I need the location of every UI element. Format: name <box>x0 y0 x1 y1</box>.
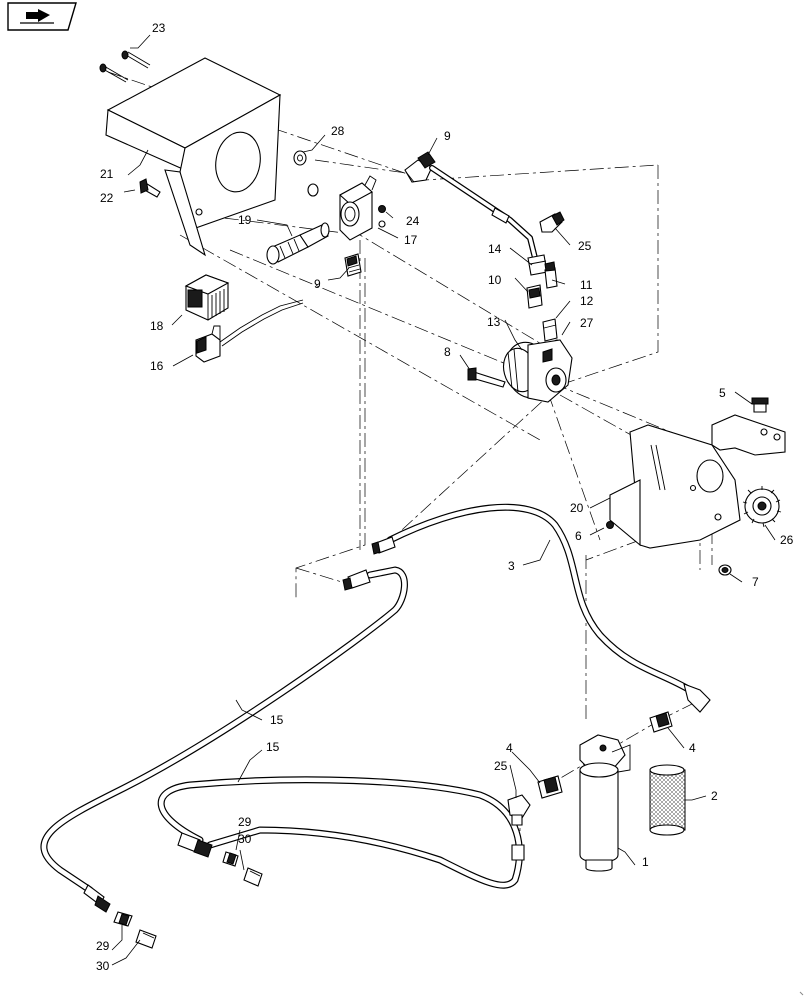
callout-15-long: 15 <box>270 713 284 727</box>
callout-24: 24 <box>406 214 420 228</box>
callout-3: 3 <box>508 559 515 573</box>
callout-21: 21 <box>100 167 114 181</box>
bolt-part-8 <box>467 367 506 388</box>
fitting-part-29-upper <box>222 851 239 867</box>
tube-part-14 <box>429 165 548 276</box>
callout-19: 19 <box>238 213 252 227</box>
callout-11: 11 <box>580 278 593 292</box>
callout-28: 28 <box>331 124 345 138</box>
callout-30-lower: 30 <box>96 959 110 973</box>
callout-9-upper: 9 <box>444 129 451 143</box>
oil-filter-housing-part-1 <box>579 734 631 872</box>
bolt-part-5 <box>751 397 769 413</box>
callout-23: 23 <box>152 21 166 35</box>
callout-12: 12 <box>580 294 594 308</box>
callout-2: 2 <box>711 789 718 803</box>
nut-part-7 <box>718 564 732 576</box>
callout-30-upper: 30 <box>238 832 252 846</box>
fitting-part-4-left <box>537 775 563 799</box>
callout-6: 6 <box>575 529 582 543</box>
callout-20: 20 <box>570 501 584 515</box>
callout-17: 17 <box>404 233 418 247</box>
bolt-part-22 <box>139 178 161 198</box>
fitting-part-11 <box>544 261 558 289</box>
shield-part-21 <box>105 57 282 257</box>
callout-27: 27 <box>580 316 594 330</box>
nut-part-28 <box>293 150 307 166</box>
hydraulic-hose-part-3 <box>371 503 711 713</box>
callout-1: 1 <box>642 855 649 869</box>
screw-part-24 <box>378 205 386 228</box>
callout-22: 22 <box>100 191 114 205</box>
callout-9-lower: 9 <box>314 277 321 291</box>
callout-16: 16 <box>150 359 164 373</box>
nut-part-6 <box>606 521 614 529</box>
plug-part-30-lower <box>135 929 157 949</box>
callout-25-lower: 25 <box>494 759 508 773</box>
elbow-fitting-part-25-top <box>539 211 565 233</box>
callout-26: 26 <box>780 533 794 547</box>
bolt-part-23 <box>99 50 151 83</box>
callout-8: 8 <box>444 345 451 359</box>
fitting-part-29-lower <box>113 911 133 927</box>
callout-29-upper: 29 <box>238 815 252 829</box>
plug-part-30-upper <box>243 867 263 887</box>
connector-part-16 <box>195 299 304 363</box>
page-corner-arrow-icon[interactable] <box>7 2 77 31</box>
solenoid-coil-part-18 <box>184 274 230 321</box>
fitting-part-9-lower <box>344 253 362 277</box>
hydraulic-pump-part-13 <box>502 339 573 403</box>
callout-14: 14 <box>488 242 502 256</box>
elbow-fitting-part-9-upper <box>404 151 436 183</box>
drive-sprocket-part-26 <box>742 486 782 528</box>
solenoid-valve-part-17 <box>339 175 377 241</box>
callout-18: 18 <box>150 319 164 333</box>
callout-15-short: 15 <box>266 740 280 754</box>
callout-29-lower: 29 <box>96 939 110 953</box>
cartridge-part-19 <box>266 222 330 265</box>
leader-lines <box>111 34 776 966</box>
callout-25-upper: 25 <box>578 239 592 253</box>
callout-5: 5 <box>719 386 726 400</box>
callout-10: 10 <box>488 273 502 287</box>
filter-element-part-2 <box>649 764 686 836</box>
hydraulic-hose-part-15-short <box>157 776 525 889</box>
fitting-part-12 <box>542 318 558 342</box>
elbow-fitting-part-25-lower <box>507 794 531 826</box>
hydraulic-hose-part-15-long <box>40 566 408 913</box>
fitting-part-10 <box>526 284 543 309</box>
washer-part <box>307 183 319 197</box>
callout-13: 13 <box>487 315 501 329</box>
callout-4-left: 4 <box>506 741 513 755</box>
fitting-part-4-right <box>649 711 673 733</box>
callout-7: 7 <box>752 575 759 589</box>
mounting-bracket-part-20 <box>609 414 786 549</box>
corner-mark <box>799 991 804 996</box>
callout-4-right: 4 <box>689 741 696 755</box>
callout-labels: 23 21 22 28 9 24 17 19 9 18 16 14 10 11 … <box>96 21 794 973</box>
